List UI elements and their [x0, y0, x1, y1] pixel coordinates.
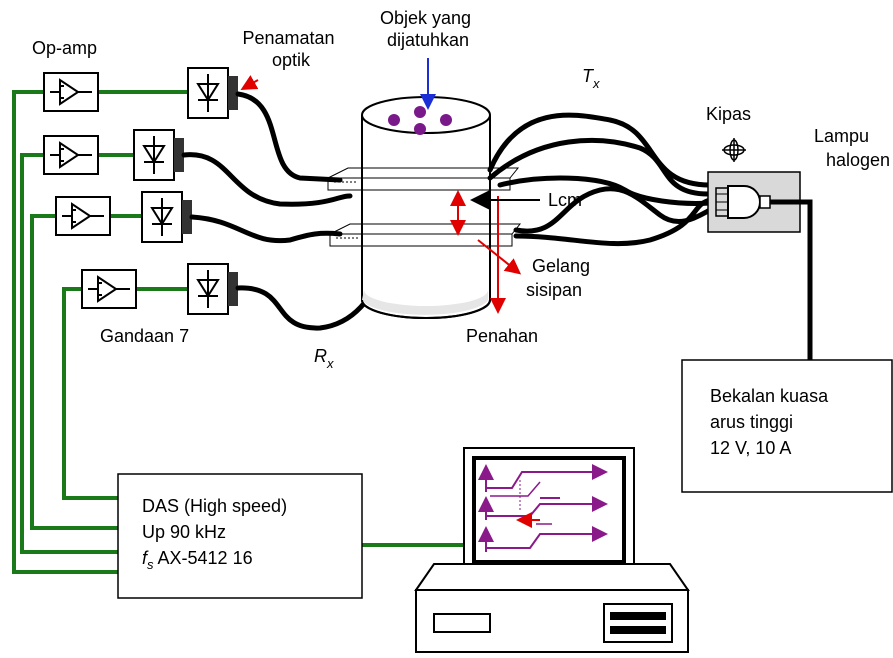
insert-ring-label: Gelang sisipan: [526, 256, 595, 300]
tx-label-main: T: [582, 66, 595, 86]
waveform-display: [478, 464, 608, 552]
computer-base: [414, 563, 690, 653]
op-amp-label: Op-amp: [32, 38, 97, 58]
gain-label: Gandaan 7: [100, 326, 189, 346]
optical-detector-label: Penamatan optik: [242, 28, 339, 70]
das-text: DAS (High speed) Up 90 kHz: [142, 496, 292, 542]
das-line2: Up 90 kHz: [142, 522, 226, 542]
op-amp-2: [43, 135, 99, 175]
halogen-lamp-box: [707, 171, 801, 233]
halogen-lamp-label-line2: halogen: [826, 150, 890, 170]
dropped-object-label-line1: Objek yang: [380, 8, 471, 28]
tx-label-sub: x: [592, 76, 600, 91]
op-amp-3: [55, 196, 111, 236]
lamp-to-power-cable: [770, 199, 813, 360]
power-supply-line2: arus tinggi: [710, 412, 793, 432]
dropped-objects: [388, 106, 452, 135]
dropped-object-label-line2: dijatuhkan: [387, 30, 469, 50]
transmitter-fibers: [487, 112, 713, 247]
holder-label: Penahan: [466, 326, 538, 346]
rx-label-sub: x: [326, 356, 334, 371]
das-line1: DAS (High speed): [142, 496, 287, 516]
power-supply-line3: 12 V, 10 A: [710, 438, 791, 458]
optical-detector-label-line1: Penamatan: [242, 28, 334, 48]
photodetector-3: [141, 191, 192, 243]
insert-ring-label-line1: Gelang: [532, 256, 590, 276]
photodetector-1: [187, 67, 238, 119]
op-amp-1: [43, 72, 99, 112]
rx-label-main: R: [314, 346, 327, 366]
das-line3-sub: s: [147, 557, 154, 572]
insert-ring-top: [327, 167, 520, 191]
fan-icon: [722, 138, 746, 162]
power-supply-box: [681, 359, 893, 493]
fan-label: Kipas: [706, 104, 751, 124]
insert-ring-label-line2: sisipan: [526, 280, 582, 300]
das-line3-rest: AX-5412 16: [154, 548, 253, 568]
das-line3: fs AX-5412 16: [142, 548, 253, 572]
signal-wires: [12, 90, 464, 574]
lcm-label: Lcm: [548, 190, 582, 210]
power-supply-text: Bekalan kuasa arus tinggi 12 V, 10 A: [710, 386, 833, 458]
holder-cylinder: [361, 96, 491, 319]
rx-label: Rx: [314, 346, 334, 371]
op-amp-4: [81, 269, 137, 309]
power-supply-line1: Bekalan kuasa: [710, 386, 829, 406]
dropped-object-label: Objek yang dijatuhkan: [380, 8, 476, 50]
das-line3-prefix: f: [142, 548, 149, 568]
halogen-lamp-label: Lampu halogen: [814, 126, 890, 170]
das-box: [117, 473, 363, 599]
annotation-arrows: [240, 58, 540, 314]
receiver-fibers: [181, 91, 403, 331]
photodetector-4: [187, 263, 238, 315]
tx-label: Tx: [582, 66, 600, 91]
halogen-lamp-label-line1: Lampu: [814, 126, 869, 146]
photodetector-2: [133, 129, 184, 181]
optical-detector-label-line2: optik: [272, 50, 311, 70]
